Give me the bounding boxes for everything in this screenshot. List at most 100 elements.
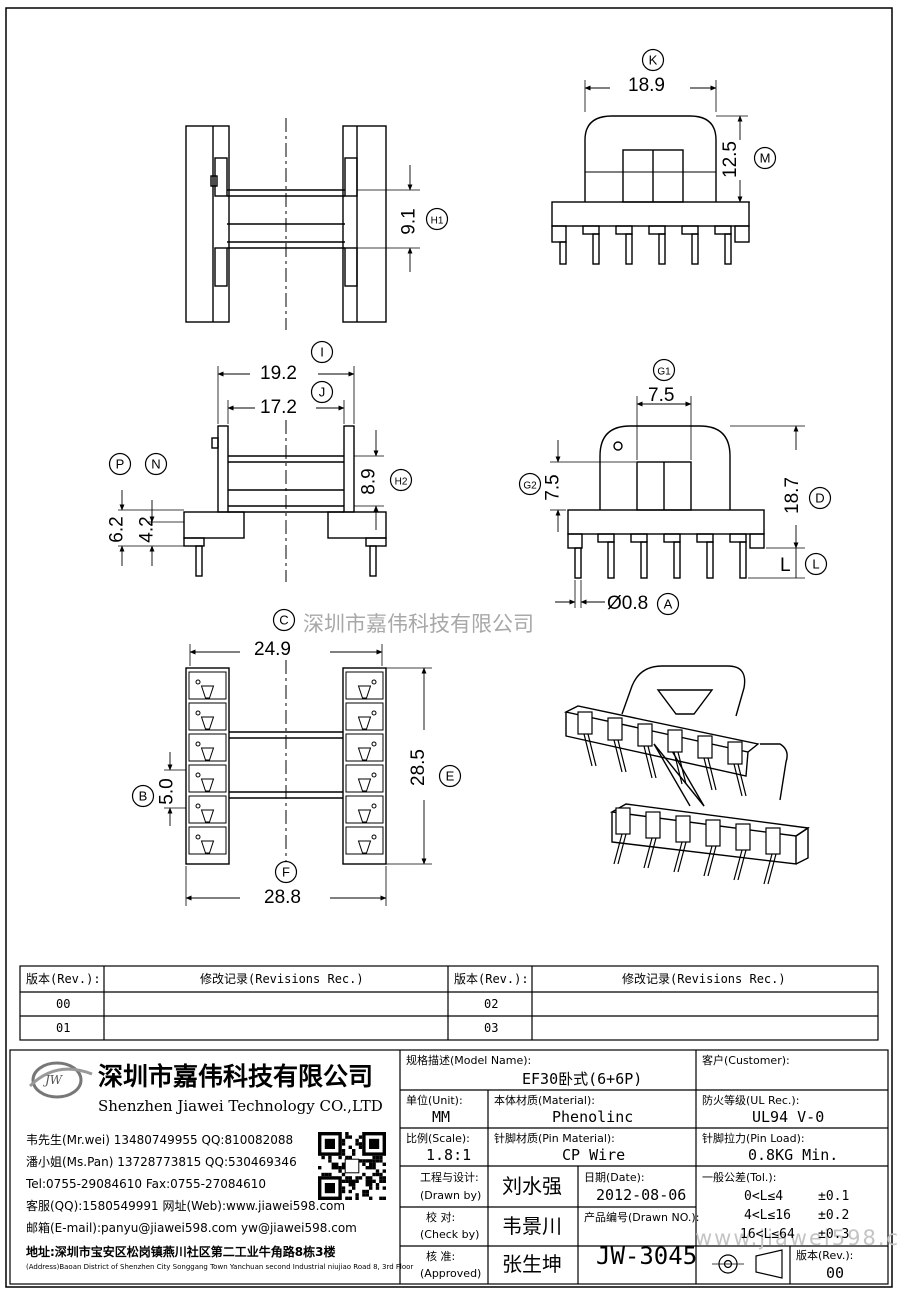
svg-text:J: J xyxy=(319,385,326,400)
dim-a-value: Ø0.8 xyxy=(607,593,649,614)
plan-pad xyxy=(345,733,384,762)
rev-row-1-left: 01 xyxy=(56,1021,71,1035)
company-name-cn: 深圳市嘉伟科技有限公司 xyxy=(98,1062,374,1091)
rev-header-left: 版本(Rev.): xyxy=(26,972,101,986)
dim-e-value: 28.5 xyxy=(407,749,429,786)
rec-header-right: 修改记录(Revisions Rec.) xyxy=(622,972,786,986)
view-bottom-left xyxy=(164,644,432,906)
rev-value: 00 xyxy=(826,1264,845,1282)
plan-pad xyxy=(188,671,227,700)
svg-text:H1: H1 xyxy=(431,216,444,227)
check-value: 韦景川 xyxy=(502,1214,562,1238)
address-cn: 地址:深圳市宝安区松岗镇燕川社区第二工业牛角路8栋3楼 xyxy=(26,1245,336,1259)
material-value: Phenolinc xyxy=(552,1108,634,1126)
drawn-value: 刘水强 xyxy=(502,1174,562,1198)
plan-pad xyxy=(345,702,384,731)
dim-tag-d: D xyxy=(808,486,832,510)
model-value: EF30卧式(6+6P) xyxy=(522,1070,643,1088)
dim-tag-g2: G2 xyxy=(518,472,542,496)
dim-tag-f: F xyxy=(274,860,298,884)
dim-f-value: 28.8 xyxy=(264,887,301,908)
company-name-en: Shenzhen Jiawei Technology CO.,LTD xyxy=(98,1097,383,1115)
view-top-left xyxy=(185,118,420,330)
svg-text:G1: G1 xyxy=(657,367,671,378)
logo-text: JW xyxy=(45,1073,63,1087)
dim-tag-a: A xyxy=(656,592,680,616)
scale-value: 1.8:1 xyxy=(426,1146,472,1164)
dim-n-value: 4.2 xyxy=(136,516,158,543)
svg-text:K: K xyxy=(649,53,658,68)
contact-line-0: 韦先生(Mr.wei) 13480749955 QQ:810082088 xyxy=(26,1133,294,1147)
view-top-right xyxy=(551,80,750,265)
dim-g1-value: 7.5 xyxy=(648,385,675,406)
plan-pad xyxy=(345,671,384,700)
rev-row-1-right: 03 xyxy=(484,1021,499,1035)
plan-pad xyxy=(188,733,227,762)
plan-pad xyxy=(188,702,227,731)
revision-table xyxy=(19,965,879,1041)
svg-text:B: B xyxy=(139,789,148,804)
dim-i-value: 19.2 xyxy=(260,363,297,384)
drawn-no-label: 产品编号(Drawn NO.): xyxy=(584,1211,700,1224)
rec-header-left: 修改记录(Revisions Rec.) xyxy=(200,972,364,986)
approved-value: 张生坤 xyxy=(502,1252,562,1276)
ul-value: UL94 V-0 xyxy=(752,1108,825,1126)
svg-text:A: A xyxy=(664,597,673,612)
pin-load-label: 针脚拉力(Pin Load): xyxy=(702,1132,805,1145)
tol-range-1: 4<L≤16 xyxy=(744,1208,791,1223)
unit-value: MM xyxy=(432,1108,451,1126)
drawn-no-value: JW-3045 xyxy=(596,1242,698,1270)
dim-tag-b: B xyxy=(131,784,155,808)
dim-j-value: 17.2 xyxy=(260,397,297,418)
dim-d-value: 18.7 xyxy=(781,477,803,514)
dim-h1-value: 9.1 xyxy=(398,208,420,235)
svg-text:G2: G2 xyxy=(523,481,537,492)
view-isometric xyxy=(563,665,810,885)
view-middle-right xyxy=(550,396,805,608)
rev-row-0-left: 00 xyxy=(56,997,71,1011)
dim-tag-j: J xyxy=(310,380,334,404)
plan-pad xyxy=(188,764,227,793)
dim-b-value: 5.0 xyxy=(156,778,178,805)
plan-pad xyxy=(188,826,227,855)
dim-tag-g1: G1 xyxy=(652,358,676,382)
ul-label: 防火等级(UL Rec.): xyxy=(702,1094,800,1107)
dim-tag-h2: H2 xyxy=(389,468,413,492)
tol-range-2: 16<L≤64 xyxy=(740,1227,795,1242)
svg-text:D: D xyxy=(815,491,824,506)
customer-label: 客户(Customer): xyxy=(702,1054,790,1067)
contact-line-2: Tel:0755-29084610 Fax:0755-27084610 xyxy=(26,1177,267,1191)
sheet-border xyxy=(5,7,893,1288)
pin-material-value: CP Wire xyxy=(562,1146,626,1164)
dim-c-value: 24.9 xyxy=(254,639,291,660)
check-label: 校 对: xyxy=(426,1211,456,1224)
svg-text:I: I xyxy=(320,345,324,360)
svg-text:N: N xyxy=(151,457,160,472)
pin-material-label: 针脚材质(Pin Material): xyxy=(494,1132,615,1145)
dim-g2-value: 7.5 xyxy=(542,474,564,501)
tol-value-1: ±0.2 xyxy=(818,1208,850,1223)
contact-line-3: 客服(QQ):1580549991 网址(Web):www.jiawei598.… xyxy=(26,1199,346,1213)
dim-tag-h1: H1 xyxy=(425,207,449,231)
plan-pad xyxy=(345,826,384,855)
dim-h2-value: 8.9 xyxy=(358,468,380,495)
view-middle-left xyxy=(118,366,387,582)
contact-line-1: 潘小姐(Ms.Pan) 13728773815 QQ:530469346 xyxy=(26,1155,297,1169)
svg-text:F: F xyxy=(282,865,290,880)
dim-p-value: 6.2 xyxy=(106,516,128,543)
tol-value-0: ±0.1 xyxy=(818,1189,850,1204)
plan-pad xyxy=(188,795,227,824)
plan-pad xyxy=(345,795,384,824)
dim-tag-n: N xyxy=(144,452,168,476)
date-label: 日期(Date): xyxy=(584,1171,645,1184)
model-label: 规格描述(Model Name): xyxy=(406,1054,532,1067)
watermark-url: www.jiawei598.com xyxy=(695,1226,900,1250)
unit-label: 单位(Unit): xyxy=(406,1094,463,1107)
tol-label: 一般公差(Tol.): xyxy=(702,1171,777,1184)
dim-tag-m: M xyxy=(753,146,777,170)
pin-load-value: 0.8KG Min. xyxy=(748,1146,839,1164)
material-label: 本体材质(Material): xyxy=(494,1094,595,1107)
company-logo xyxy=(28,1061,93,1099)
qr-code xyxy=(318,1132,386,1200)
